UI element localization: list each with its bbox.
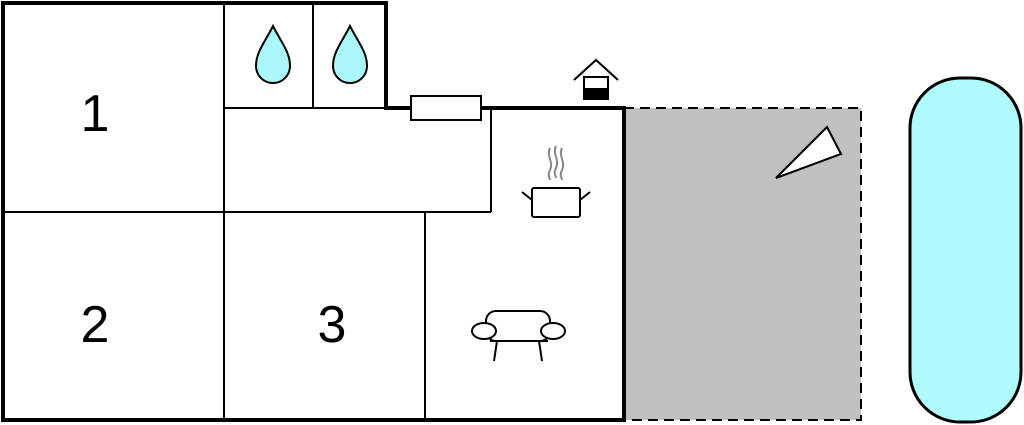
- pool: [908, 76, 1023, 424]
- room-label-2: 2: [81, 296, 110, 354]
- cooking-pot-icon: [521, 145, 591, 218]
- room-label-1: 1: [81, 85, 110, 143]
- interior-walls: [3, 3, 492, 420]
- triangle-marker-icon: [775, 125, 843, 179]
- water-drop-icon: [254, 23, 292, 84]
- water-drop-icon: [331, 23, 369, 84]
- house-icon: [573, 58, 619, 100]
- sofa-icon: [471, 310, 566, 362]
- window: [410, 95, 482, 121]
- terrace-dashed-border: [624, 107, 862, 421]
- room-label-3: 3: [318, 296, 347, 354]
